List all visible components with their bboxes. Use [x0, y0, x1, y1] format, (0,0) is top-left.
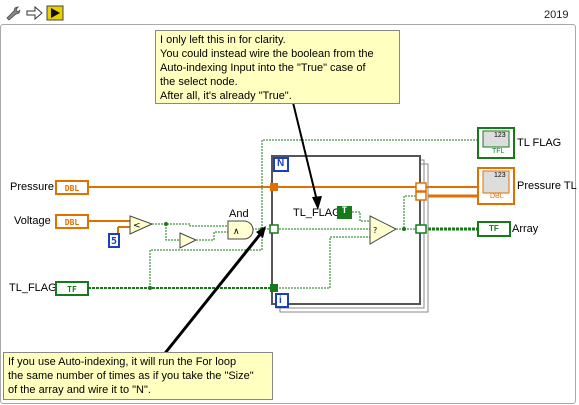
- run-icon[interactable]: [46, 5, 64, 21]
- bottom-note-arrow: [156, 231, 264, 363]
- svg-text:∧: ∧: [233, 227, 240, 237]
- pressure-tl-output-label: Pressure TL: [517, 180, 577, 192]
- tl-flag-control[interactable]: TF: [55, 281, 89, 296]
- array-type-label: TF: [489, 224, 499, 233]
- note-line: of the array and wire it to "N".: [8, 384, 151, 396]
- not-node: [179, 232, 198, 249]
- note-line: If you use Auto-indexing, it will run th…: [8, 356, 237, 368]
- and-label: And: [229, 208, 249, 220]
- and-node: [227, 220, 254, 240]
- wrench-icon[interactable]: [4, 5, 22, 21]
- loop-n-label: N: [277, 158, 285, 169]
- block-diagram: [0, 24, 576, 404]
- note-line: Auto-indexing Input into the "True" case…: [160, 62, 366, 74]
- tl-flag-type-label: TFL: [492, 148, 505, 155]
- tl-flag-label: TL_FLAG: [9, 282, 57, 294]
- inner-tl-flag-label: TL_FLAG: [293, 207, 341, 219]
- version-label: 2019: [544, 9, 569, 21]
- pressure-type-label: DBL: [490, 193, 504, 200]
- top-note: I only left this in for clarity. You cou…: [155, 30, 400, 104]
- note-line: the same number of times as if you take …: [8, 370, 254, 382]
- note-line: After all, it's already "True".: [160, 90, 292, 102]
- arrow-right-icon[interactable]: [25, 5, 43, 21]
- array-output-label: Array: [512, 223, 539, 235]
- note-line: You could instead wire the boolean from …: [160, 48, 374, 60]
- voltage-control[interactable]: DBL: [55, 214, 89, 229]
- pressure-label: Pressure: [10, 181, 55, 193]
- numeric-constant[interactable]: 5: [108, 233, 120, 248]
- tl-flag-index-label: 123: [494, 132, 506, 139]
- note-line: I only left this in for clarity.: [160, 34, 286, 46]
- array-indicator: [477, 221, 511, 237]
- less-than-node: [129, 215, 154, 235]
- select-node: [369, 215, 398, 245]
- note-line: the select node.: [160, 76, 238, 88]
- for-loop: [271, 155, 421, 305]
- pressure-index-label: 123: [494, 172, 506, 179]
- tl-flag-output-label: TL FLAG: [517, 137, 562, 149]
- loop-i-label: i: [279, 295, 282, 306]
- toolbar: 2019: [0, 0, 579, 28]
- loop-count-terminal: [273, 157, 289, 172]
- pressure-control[interactable]: DBL: [55, 180, 89, 195]
- svg-text:?: ?: [373, 226, 377, 235]
- loop-iteration-terminal: [275, 293, 289, 308]
- bottom-note: If you use Auto-indexing, it will run th…: [3, 352, 273, 400]
- voltage-label: Voltage: [14, 215, 51, 227]
- svg-text:<: <: [133, 221, 141, 231]
- true-constant[interactable]: T: [337, 206, 352, 219]
